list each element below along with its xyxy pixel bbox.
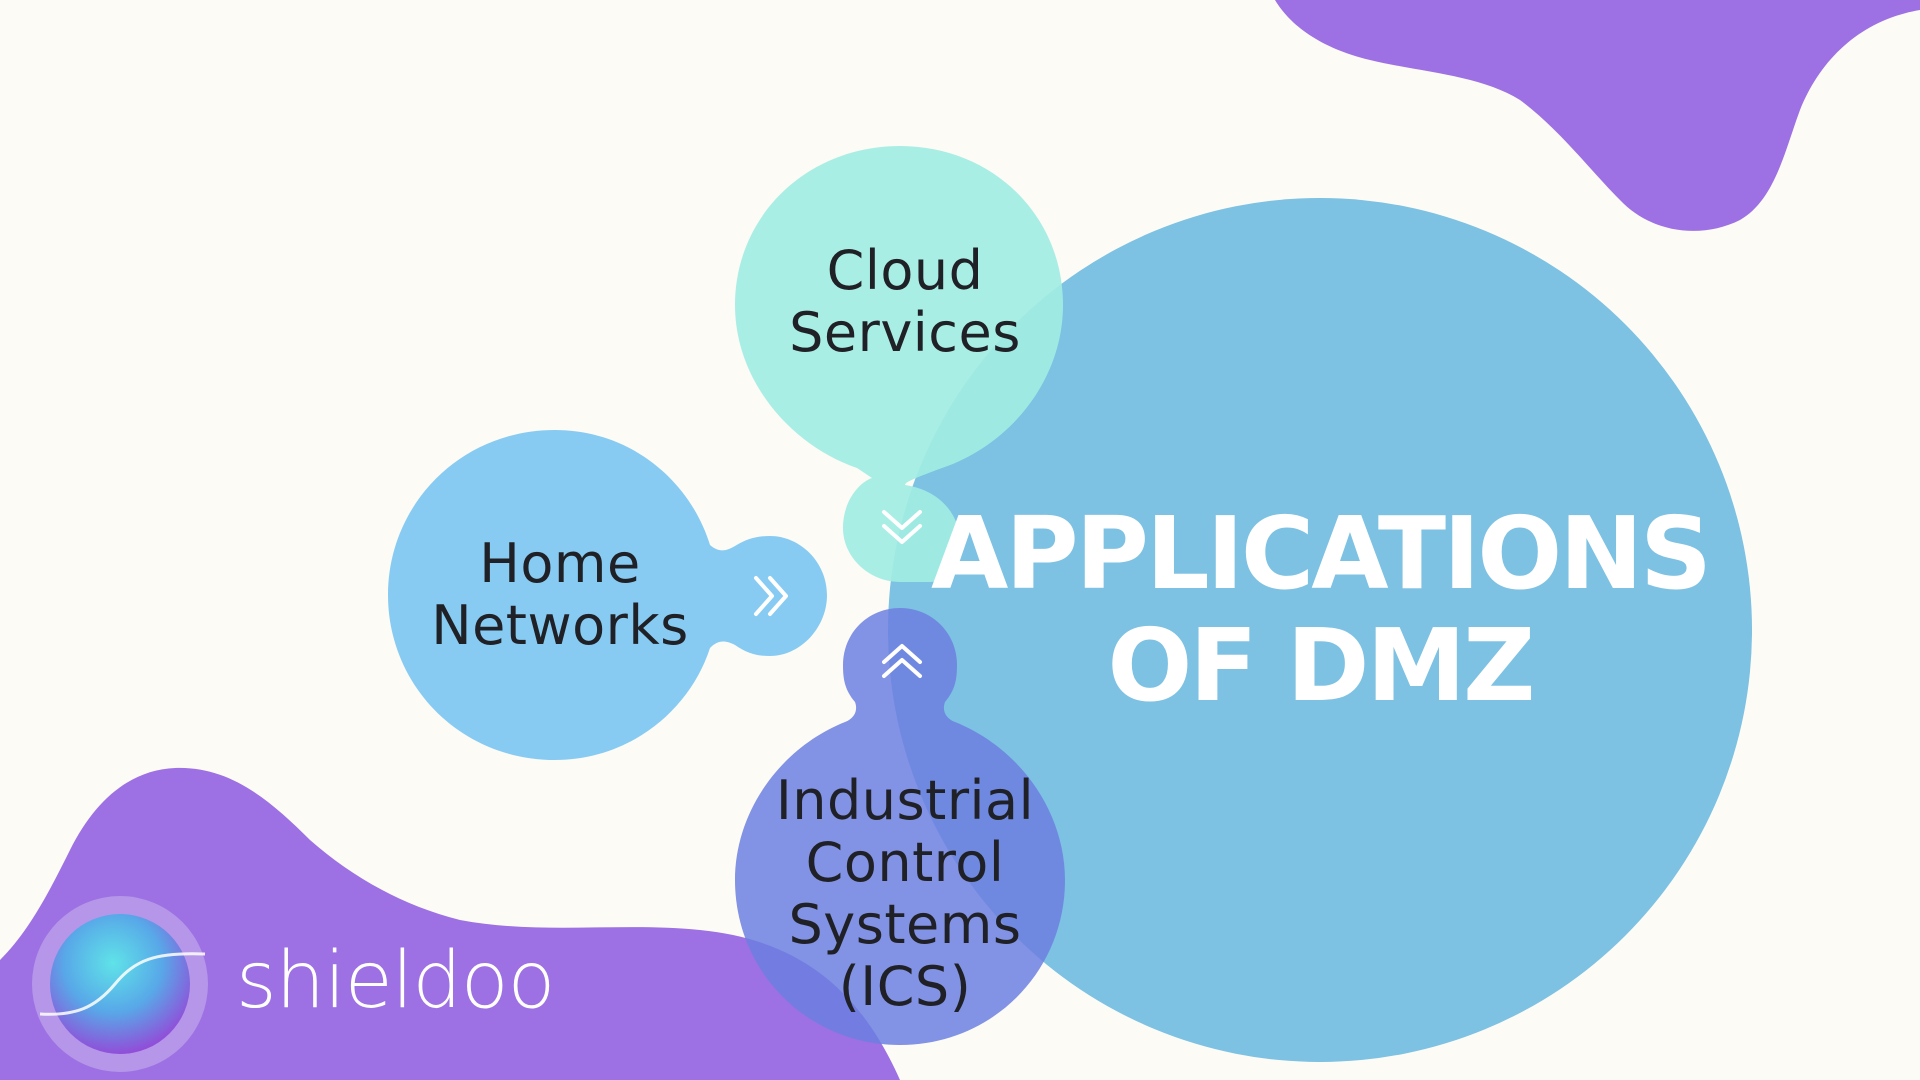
main-circle [888,198,1752,1062]
bottom-left-blob [0,767,900,1080]
ics-label: Industrial Control Systems (ICS) [760,770,1050,1018]
home-networks-line1: Home [479,532,641,595]
cloud-services-label: Cloud Services [760,240,1050,364]
title-line1: APPLICATIONS [930,495,1712,612]
top-right-blob [1275,0,1920,231]
page-title: APPLICATIONS OF DMZ [920,498,1720,722]
title-line2: OF DMZ [1107,607,1535,724]
shieldoo-logo-icon [32,896,208,1072]
double-chevron-up-icon [882,644,922,678]
cloud-services-line1: Cloud [826,239,984,302]
double-chevron-right-icon [754,576,788,616]
ics-line4: (ICS) [838,955,972,1018]
cloud-services-node [735,146,1063,582]
home-networks-node [388,430,827,760]
brand-name: shieldoo [236,936,555,1026]
ics-line2: Control [805,831,1005,894]
cloud-services-line2: Services [789,301,1021,364]
home-networks-label: Home Networks [410,533,710,657]
ics-node [735,608,1065,1045]
ics-line1: Industrial [775,769,1035,832]
double-chevron-down-icon [882,510,922,544]
home-networks-line2: Networks [431,594,689,657]
ics-line3: Systems [788,893,1022,956]
